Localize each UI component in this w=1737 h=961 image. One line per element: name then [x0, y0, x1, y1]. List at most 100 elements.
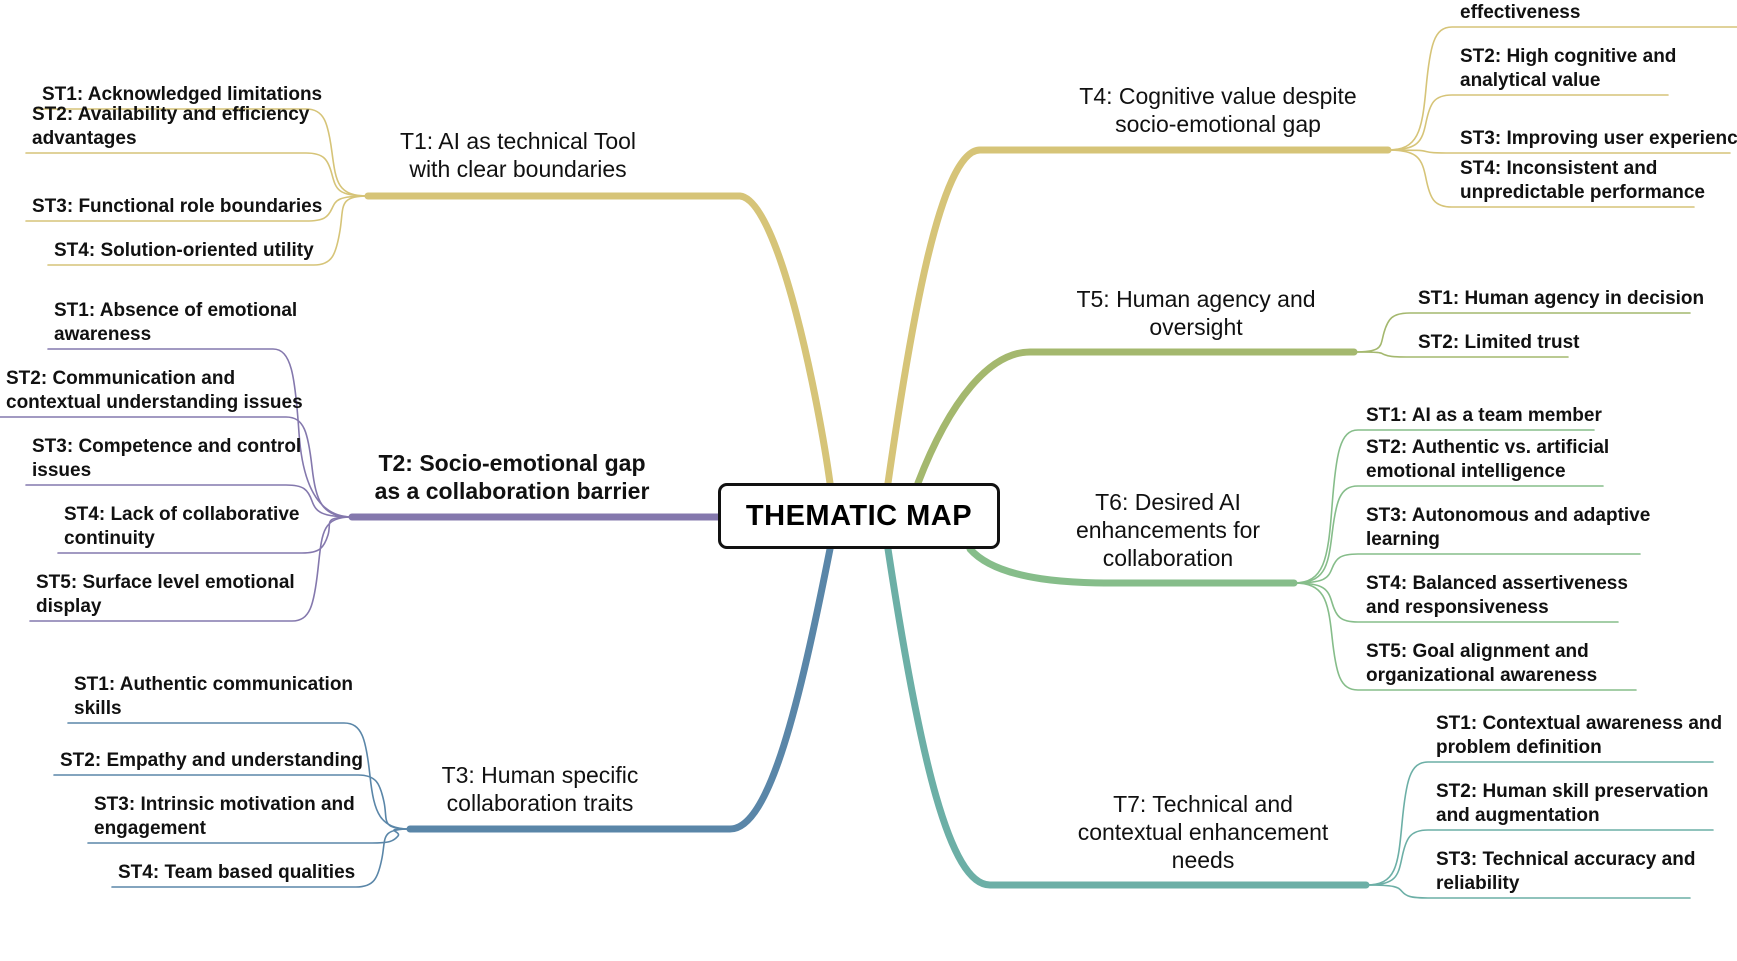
t3-subtheme-st2: ST2: Empathy and understanding — [60, 749, 363, 773]
t5-subtheme-st2: ST2: Limited trust — [1418, 331, 1580, 355]
t3-main-branch — [406, 545, 834, 833]
t5-subtheme-st1: ST1: Human agency in decision — [1418, 287, 1704, 311]
subtheme-label-line: ST4: Balanced assertiveness — [1366, 573, 1628, 594]
subtheme-label-line: ST2: Communication and — [6, 368, 236, 389]
subtheme-label-line: and augmentation — [1436, 805, 1600, 826]
subtheme-label-line: ST3: Autonomous and adaptive — [1366, 505, 1651, 526]
t2-subtheme-st3: ST3: Competence and control issues — [32, 435, 301, 483]
t2-subtheme-connector — [29, 516, 353, 622]
t3-subtheme-connector — [53, 774, 411, 830]
subtheme-label-line: ST1: AI as a team member — [1366, 405, 1602, 426]
t1-subtheme-st3: ST3: Functional role boundaries — [32, 195, 322, 219]
central-node: THEMATIC MAP — [718, 483, 1000, 549]
t4-theme-title-line: T4: Cognitive value despite — [1079, 83, 1357, 109]
subtheme-label-line: awareness — [54, 324, 152, 345]
subtheme-label-line: learning — [1366, 529, 1440, 550]
t3-subtheme-st4: ST4: Team based qualities — [118, 861, 355, 885]
t2-theme-title-line: as a collaboration barrier — [374, 478, 650, 504]
t1-main-branch — [364, 192, 834, 487]
t6-main-branch — [966, 545, 1298, 587]
subtheme-label-line: ST3: Improving user experience — [1460, 128, 1737, 149]
t3-subtheme-st1: ST1: Authentic communication skills — [74, 673, 353, 721]
t6-subtheme-connector — [1293, 553, 1641, 584]
t7-subtheme-st2: ST2: Human skill preservation and augment… — [1436, 780, 1708, 828]
t7-subtheme-connector — [1365, 884, 1691, 899]
subtheme-label-line: continuity — [64, 528, 155, 549]
subtheme-label-line: ST4: Team based qualities — [118, 862, 356, 883]
subtheme-label-line: unpredictable performance — [1460, 182, 1705, 203]
subtheme-label-line: ST4: Solution-oriented utility — [54, 240, 314, 261]
t4-subtheme-connector — [1387, 26, 1737, 151]
t2-subtheme-connector — [25, 484, 353, 518]
subtheme-label-line: ST5: Surface level emotional — [36, 572, 295, 593]
t6-subtheme-connector — [1293, 582, 1637, 691]
t7-theme-title-line: needs — [1171, 847, 1235, 873]
t2-subtheme-connector — [0, 416, 353, 518]
t1-theme-title-line: T1: AI as technical Tool — [399, 128, 637, 154]
t6-subtheme-connector — [1293, 582, 1619, 623]
subtheme-label-line: display — [36, 596, 102, 617]
t4-subtheme-st1: ST1: Context-dependenteffectiveness — [1460, 0, 1680, 25]
subtheme-label-line: ST2: Empathy and understanding — [60, 750, 363, 771]
subtheme-label-line: ST3: Technical accuracy and — [1436, 849, 1696, 870]
subtheme-label-line: ST4: Inconsistent and — [1460, 158, 1658, 179]
subtheme-label-line: ST2: Authentic vs. artificial — [1366, 437, 1610, 458]
subtheme-label-line: analytical value — [1460, 70, 1601, 91]
t7-subtheme-connector — [1365, 829, 1714, 886]
subtheme-label-line: ST2: Availability and efficiency — [32, 104, 310, 125]
subtheme-label-line: organizational awareness — [1366, 665, 1598, 686]
subtheme-label-line: ST5: Goal alignment and — [1366, 641, 1589, 662]
t6-theme-title-line: collaboration — [1102, 545, 1234, 571]
t6-subtheme-st3: ST3: Autonomous and adaptive learning — [1366, 504, 1650, 552]
subtheme-label-line: ST3: Functional role boundaries — [32, 196, 323, 217]
t6-theme-title-line: enhancements for — [1075, 517, 1261, 543]
subtheme-label-line: ST2: High cognitive and — [1460, 46, 1677, 67]
t7-subtheme-connector — [1365, 761, 1714, 886]
t4-subtheme-connector — [1387, 149, 1731, 154]
subtheme-label-line: ST2: Limited trust — [1418, 332, 1580, 353]
subtheme-label-line: advantages — [32, 128, 137, 149]
subtheme-label-line: ST3: Intrinsic motivation and — [94, 794, 355, 815]
t4-main-branch — [884, 146, 1392, 487]
t1-subtheme-connector — [25, 195, 369, 222]
t4-subtheme-connector — [1387, 94, 1669, 151]
subtheme-label-line: ST3: Competence and control — [32, 436, 302, 457]
t1-subtheme-st1: ST1: Acknowledged limitations — [42, 83, 322, 107]
subtheme-label-line: problem definition — [1436, 737, 1602, 758]
subtheme-label-line: and responsiveness — [1366, 597, 1549, 618]
t7-theme-title-line: contextual enhancement — [1077, 819, 1329, 845]
t3-subtheme-st3: ST3: Intrinsic motivation and engagement — [94, 793, 355, 841]
subtheme-label-line: ST1: Authentic communication — [74, 674, 354, 695]
t3-subtheme-connector — [111, 828, 411, 888]
t4-subtheme-st2: ST2: High cognitive and analytical value — [1460, 45, 1676, 93]
t1-subtheme-st4: ST4: Solution-oriented utility — [54, 239, 314, 263]
t1-theme-title-line: with clear boundaries — [409, 156, 627, 182]
subtheme-label-line: engagement — [94, 818, 206, 839]
t6-subtheme-st5: ST5: Goal alignment and organizational aw… — [1366, 640, 1597, 688]
subtheme-label-line: ST1: Absence of emotional — [54, 300, 298, 321]
t5-main-branch — [914, 348, 1358, 487]
t7-subtheme-st3: ST3: Technical accuracy and reliability — [1436, 848, 1695, 896]
central-node-title: THEMATIC MAP — [745, 499, 973, 532]
subtheme-label-line: reliability — [1436, 873, 1520, 894]
t2-theme-title-line: T2: Socio-emotional gap — [378, 450, 646, 476]
t4-subtheme-st4: ST4: Inconsistent and unpredictable perfo… — [1460, 157, 1705, 205]
t2-subtheme-st5: ST5: Surface level emotional display — [36, 571, 295, 619]
t2-subtheme-connector — [57, 516, 353, 554]
subtheme-label-line: skills — [74, 698, 122, 719]
subtheme-label-line: issues — [32, 460, 92, 481]
t6-theme-title-line: T6: Desired AI — [1095, 489, 1241, 515]
t6-subtheme-connector — [1293, 485, 1604, 584]
subtheme-label-line: ST2: Human skill preservation — [1436, 781, 1709, 802]
t5-subtheme-connector — [1353, 312, 1691, 353]
t3-theme-title-line: T3: Human specific — [441, 762, 639, 788]
t2-subtheme-connector — [47, 348, 353, 518]
